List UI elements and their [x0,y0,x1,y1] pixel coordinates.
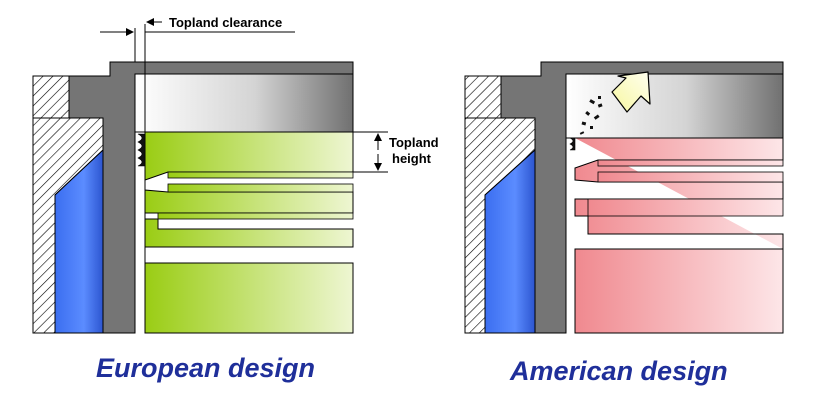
american-deposit [569,137,576,151]
american-ring-3 [587,198,784,217]
european-combustion-chamber [134,73,354,133]
american-ring-1 [597,159,784,167]
american-ejection-arrow [611,71,651,113]
european-design-caption: European design [96,353,315,383]
topland-height-label-line2: height [392,151,432,166]
topland-clearance-label: Topland clearance [169,15,282,30]
american-deposit-particles [579,96,603,135]
american-ring-2 [597,171,784,183]
european-design-figure [32,18,388,334]
european-ring-1 [167,171,354,179]
american-piston [574,137,784,334]
european-coolant-jacket [54,148,104,334]
european-ring-2 [167,183,354,193]
topland-height-label-line1: Topland [389,135,439,150]
american-design-figure [464,61,784,334]
american-coolant-jacket [484,148,536,334]
american-design-caption: American design [509,356,728,386]
european-piston [144,131,354,334]
european-ring-3 [157,212,354,220]
european-deposit [137,133,146,167]
